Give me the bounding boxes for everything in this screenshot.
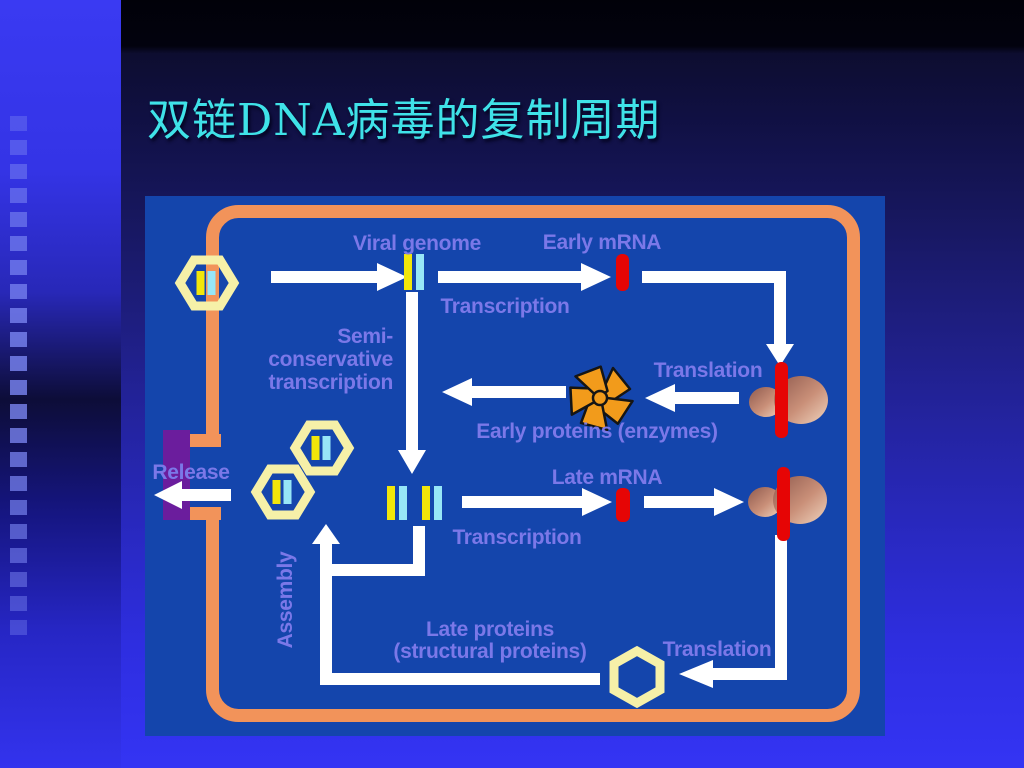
label-late-proteins-line2: (structural proteins) xyxy=(393,640,586,663)
decor-square xyxy=(10,236,27,251)
decor-square xyxy=(10,212,27,227)
label-translation-early: Translation xyxy=(654,359,763,382)
late-mrna-icon xyxy=(616,488,630,522)
arrow-semiconservative-head xyxy=(398,450,426,474)
label-assembly: Assembly xyxy=(274,551,297,648)
label-release: Release xyxy=(152,461,229,484)
decor-square xyxy=(10,284,27,299)
decor-square xyxy=(10,524,27,539)
assembly-path xyxy=(320,544,600,685)
left-decorative-strip xyxy=(0,0,121,768)
membrane-stub-bottom xyxy=(183,507,221,520)
decor-square xyxy=(10,188,27,203)
ribosome-early-icon xyxy=(749,362,828,438)
decor-square xyxy=(10,596,27,611)
decor-square xyxy=(10,404,27,419)
progeny-virion-icon-1 xyxy=(295,425,349,471)
decor-square xyxy=(10,548,27,563)
label-transcription-early: Transcription xyxy=(440,295,569,318)
decor-square xyxy=(10,572,27,587)
label-transcription-late: Transcription xyxy=(452,526,581,549)
decor-square xyxy=(10,140,27,155)
decor-square xyxy=(10,356,27,371)
progeny-genomes-icon xyxy=(387,486,442,520)
label-translation-late: Translation xyxy=(663,638,772,661)
enzyme-pinwheel-icon xyxy=(569,365,634,432)
label-early-mrna: Early mRNA xyxy=(543,231,662,254)
decor-square xyxy=(10,260,27,275)
decor-square xyxy=(10,164,27,179)
label-late-proteins-line1: Late proteins xyxy=(426,618,554,641)
decor-square xyxy=(10,428,27,443)
arrow-ribosome-to-capsid-head xyxy=(679,660,713,688)
early-mrna-icon xyxy=(616,254,629,291)
arrow-genomes-to-late-mrna xyxy=(462,488,612,516)
genome-recycle-path xyxy=(332,526,425,576)
label-late-mrna: Late mRNA xyxy=(552,466,663,489)
arrow-enzymes-left xyxy=(442,378,566,406)
progeny-virion-icon-2 xyxy=(256,469,310,515)
arrow-genome-to-early-mrna xyxy=(438,263,611,291)
arrow-late-mrna-to-ribosome xyxy=(644,488,744,516)
decor-square xyxy=(10,452,27,467)
arrow-early-mrna-to-ribosome-head xyxy=(766,344,794,366)
decor-square xyxy=(10,476,27,491)
arrow-release xyxy=(154,481,231,509)
decor-square xyxy=(10,500,27,515)
arrow-ribosome-to-enzymes xyxy=(645,384,739,412)
diagram-panel: Viral genome Early mRNA Transcription Se… xyxy=(145,196,885,736)
label-early-proteins: Early proteins (enzymes) xyxy=(476,420,717,443)
assembly-arrow-head xyxy=(312,524,340,544)
replication-cycle-diagram: Viral genome Early mRNA Transcription Se… xyxy=(152,205,860,722)
arrow-early-mrna-to-ribosome-path xyxy=(642,271,786,344)
arrow-entry-to-genome xyxy=(271,263,407,291)
label-semiconservative-line3: transcription xyxy=(269,371,393,394)
slide-title: 双链DNA病毒的复制周期 xyxy=(147,95,661,146)
decor-square xyxy=(10,116,27,131)
decor-square xyxy=(10,308,27,323)
empty-capsid-icon xyxy=(614,651,660,703)
decor-square xyxy=(10,332,27,347)
label-viral-genome: Viral genome xyxy=(353,232,481,255)
viral-genome-icon xyxy=(404,254,424,290)
arrow-ribosome-to-capsid-path xyxy=(713,535,787,680)
ribosome-late-icon xyxy=(748,467,827,541)
label-semiconservative-line2: conservative xyxy=(268,348,393,371)
membrane-stub-top xyxy=(183,434,221,447)
decor-square xyxy=(10,620,27,635)
decor-square xyxy=(10,380,27,395)
label-semiconservative-line1: Semi- xyxy=(337,325,393,348)
